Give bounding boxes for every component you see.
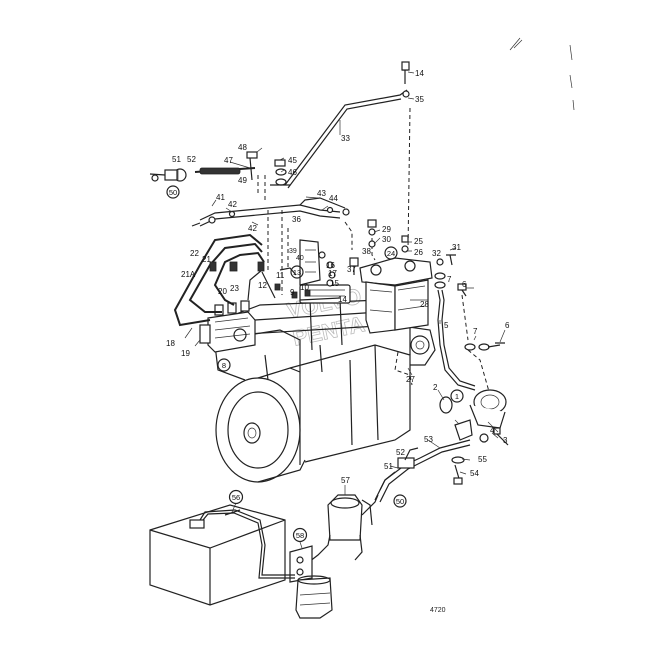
fuel-filter-assembly: [349, 219, 456, 334]
callout-19: 19: [181, 349, 190, 358]
injection-pump: [199, 300, 256, 353]
callout-22: 22: [190, 249, 199, 258]
callout-7-upper: 7: [447, 275, 452, 284]
callout-31: 31: [452, 243, 461, 252]
callout-38: 38: [362, 247, 371, 256]
callout-50-top: 50: [169, 188, 177, 197]
callout-58: 58: [296, 531, 304, 540]
callout-29: 29: [382, 225, 391, 234]
callout-46: 46: [288, 168, 297, 177]
callout-39: 39: [289, 248, 297, 255]
line-47-assembly: [149, 151, 290, 186]
reference-number: 4720: [430, 607, 446, 614]
callout-43: 43: [317, 189, 326, 198]
callout-49: 49: [238, 176, 247, 185]
callout-6-upper: 6: [462, 280, 467, 289]
callout-54: 54: [470, 469, 479, 478]
callout-42-upper: 42: [228, 200, 237, 209]
callout-35: 35: [415, 95, 424, 104]
callout-28: 28: [420, 300, 429, 309]
callout-23: 23: [230, 284, 239, 293]
callout-6-lower: 6: [505, 321, 510, 330]
circle-50-top: [166, 185, 180, 199]
callout-9: 9: [290, 288, 295, 297]
callout-25: 25: [414, 237, 423, 246]
callout-21a: 21A: [181, 270, 196, 279]
fuel-tank: [149, 504, 295, 606]
callout-27: 27: [406, 375, 415, 384]
callout-3: 3: [503, 436, 508, 445]
callout-56: 56: [232, 493, 240, 502]
circle-8: [217, 358, 231, 372]
callout-14-top: 14: [415, 69, 424, 78]
callout-41: 41: [216, 193, 225, 202]
callout-48: 48: [238, 143, 247, 152]
injector-area: [261, 239, 341, 301]
circle-24: [384, 246, 398, 260]
callout-32: 32: [432, 249, 441, 258]
callout-45: 45: [288, 156, 297, 165]
fuel-line-5: [434, 272, 505, 391]
callout-51-lower: 51: [384, 462, 393, 471]
leak-off-line: [191, 197, 350, 227]
callout-50-lower: 50: [396, 497, 404, 506]
return-pipe: [284, 61, 410, 189]
callout-18: 18: [166, 339, 175, 348]
callout-4: 4: [490, 426, 495, 435]
line-50: [379, 471, 396, 491]
callout-40: 40: [296, 255, 304, 262]
feed-pump: [439, 389, 509, 446]
callout-37: 37: [347, 265, 356, 274]
callout-8: 8: [222, 361, 226, 370]
callout-16: 16: [326, 261, 335, 270]
callout-33: 33: [341, 134, 350, 143]
callout-17: 17: [328, 269, 337, 278]
callout-11: 11: [276, 271, 285, 280]
lower-fuel-line: [374, 439, 471, 503]
circle-58: [292, 527, 308, 543]
callout-labels: 14 35 33 48 45 46 47 49 51 52 50 43 44 4…: [166, 69, 510, 614]
callout-24: 24: [387, 249, 395, 258]
callout-26: 26: [414, 248, 423, 257]
callout-55: 55: [478, 455, 487, 464]
circle-13: [290, 265, 304, 279]
callout-2: 2: [433, 383, 438, 392]
circle-56: [228, 489, 244, 505]
callout-44: 44: [329, 194, 338, 203]
corner-marks: [509, 37, 575, 111]
circle-1: [450, 389, 464, 403]
callout-42-lower: 42: [248, 224, 257, 233]
primary-filter-assembly: [289, 494, 379, 619]
callout-5: 5: [444, 321, 449, 330]
callout-47: 47: [224, 156, 233, 165]
circle-50-lower: [393, 494, 407, 508]
callout-53: 53: [424, 435, 433, 444]
leader-lines: [177, 71, 506, 549]
callout-30: 30: [382, 235, 391, 244]
callout-57: 57: [341, 476, 350, 485]
callout-15: 15: [330, 279, 339, 288]
callout-51-top: 51: [172, 155, 181, 164]
callout-1: 1: [455, 392, 459, 401]
callout-52-lower: 52: [396, 448, 405, 457]
callout-13: 13: [293, 268, 301, 277]
callout-14-mid: 14: [338, 295, 347, 304]
callout-7-lower: 7: [473, 327, 478, 336]
callout-21: 21: [202, 255, 211, 264]
injection-lines: [173, 233, 265, 327]
callout-52-top: 52: [187, 155, 196, 164]
callout-12: 12: [258, 281, 267, 290]
callout-36: 36: [292, 215, 301, 224]
callout-10: 10: [300, 283, 309, 292]
callout-20: 20: [218, 287, 227, 296]
